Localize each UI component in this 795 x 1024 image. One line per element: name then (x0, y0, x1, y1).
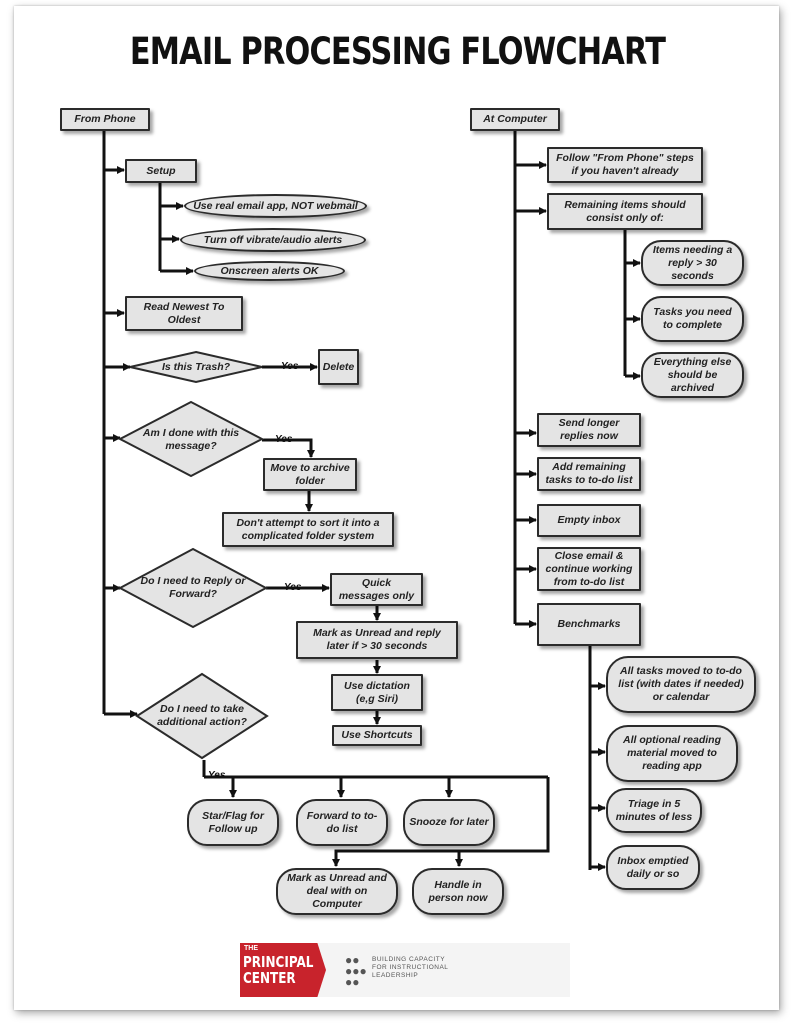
benchmark-tasks-moved: All tasks moved to to-do list (with date… (606, 656, 756, 713)
empty-inbox-node: Empty inbox (537, 504, 641, 537)
benchmark-reading-material: All optional reading material moved to r… (606, 725, 738, 782)
decision-done: Am I done with this message? (142, 427, 240, 452)
logo-red-block (240, 943, 326, 997)
remaining-reply-item: Items needing a reply > 30 seconds (641, 240, 744, 286)
yes-label-reply: Yes (284, 582, 302, 593)
mark-unread-later-node: Mark as Unread and reply later if > 30 s… (296, 621, 458, 659)
page-title: EMAIL PROCESSING FLOWCHART (129, 30, 666, 73)
action-forward-todo: Forward to to-do list (296, 799, 388, 846)
decision-reply-shape (117, 547, 269, 629)
dictation-node: Use dictation (e,g Siri) (331, 674, 423, 711)
logo-line1: PRINCIPAL (243, 953, 314, 971)
yes-label-done: Yes (275, 434, 293, 445)
delete-node: Delete (318, 349, 359, 385)
follow-phone-steps-node: Follow "From Phone" steps if you haven't… (547, 147, 703, 183)
action-mark-unread-computer: Mark as Unread and deal with on Computer (276, 868, 398, 915)
close-email-node: Close email & continue working from to-d… (537, 547, 641, 591)
logo-wordmark: PRINCIPAL CENTER (243, 954, 313, 986)
decision-trash-shape (129, 350, 263, 384)
archive-node: Move to archive folder (263, 458, 357, 491)
setup-item-onscreen: Onscreen alerts OK (194, 261, 345, 281)
decision-action-shape (135, 672, 269, 760)
remaining-archive-item: Everything else should be archived (641, 352, 744, 398)
benchmark-inbox-emptied: Inbox emptied daily or so (606, 845, 700, 890)
logo-the: THE (244, 945, 258, 952)
action-star-flag: Star/Flag for Follow up (187, 799, 279, 846)
decision-trash: Is this Trash? (161, 361, 231, 373)
people-icon: ●●●●●●● (345, 953, 367, 989)
decision-action: Do I need to take additional action? (157, 703, 247, 728)
send-replies-node: Send longer replies now (537, 413, 641, 447)
no-sort-node: Don't attempt to sort it into a complica… (222, 512, 394, 547)
read-newest-node: Read Newest To Oldest (125, 296, 243, 331)
remaining-items-node: Remaining items should consist only of: (547, 193, 703, 230)
logo-tagline: BUILDING CAPACITY FOR INSTRUCTIONAL LEAD… (372, 956, 449, 979)
setup-item-webmail: Use real email app, NOT webmail (184, 194, 367, 218)
at-computer-node: At Computer (470, 108, 560, 131)
benchmark-triage: Triage in 5 minutes of less (606, 788, 702, 833)
action-snooze: Snooze for later (403, 799, 495, 846)
action-handle-in-person: Handle in person now (412, 868, 504, 915)
setup-node: Setup (125, 159, 197, 183)
decision-done-shape (117, 400, 265, 478)
from-phone-node: From Phone (60, 108, 150, 131)
yes-label-trash: Yes (281, 361, 299, 372)
logo-line2: CENTER (243, 969, 296, 987)
quick-messages-node: Quick messages only (330, 573, 423, 606)
setup-item-alerts: Turn off vibrate/audio alerts (180, 228, 366, 252)
shortcuts-node: Use Shortcuts (332, 725, 422, 746)
yes-label-action: Yes (208, 770, 226, 781)
decision-reply: Do I need to Reply or Forward? (140, 575, 246, 600)
remaining-tasks-item: Tasks you need to complete (641, 296, 744, 342)
benchmarks-node: Benchmarks (537, 603, 641, 646)
add-tasks-node: Add remaining tasks to to-do list (537, 457, 641, 491)
